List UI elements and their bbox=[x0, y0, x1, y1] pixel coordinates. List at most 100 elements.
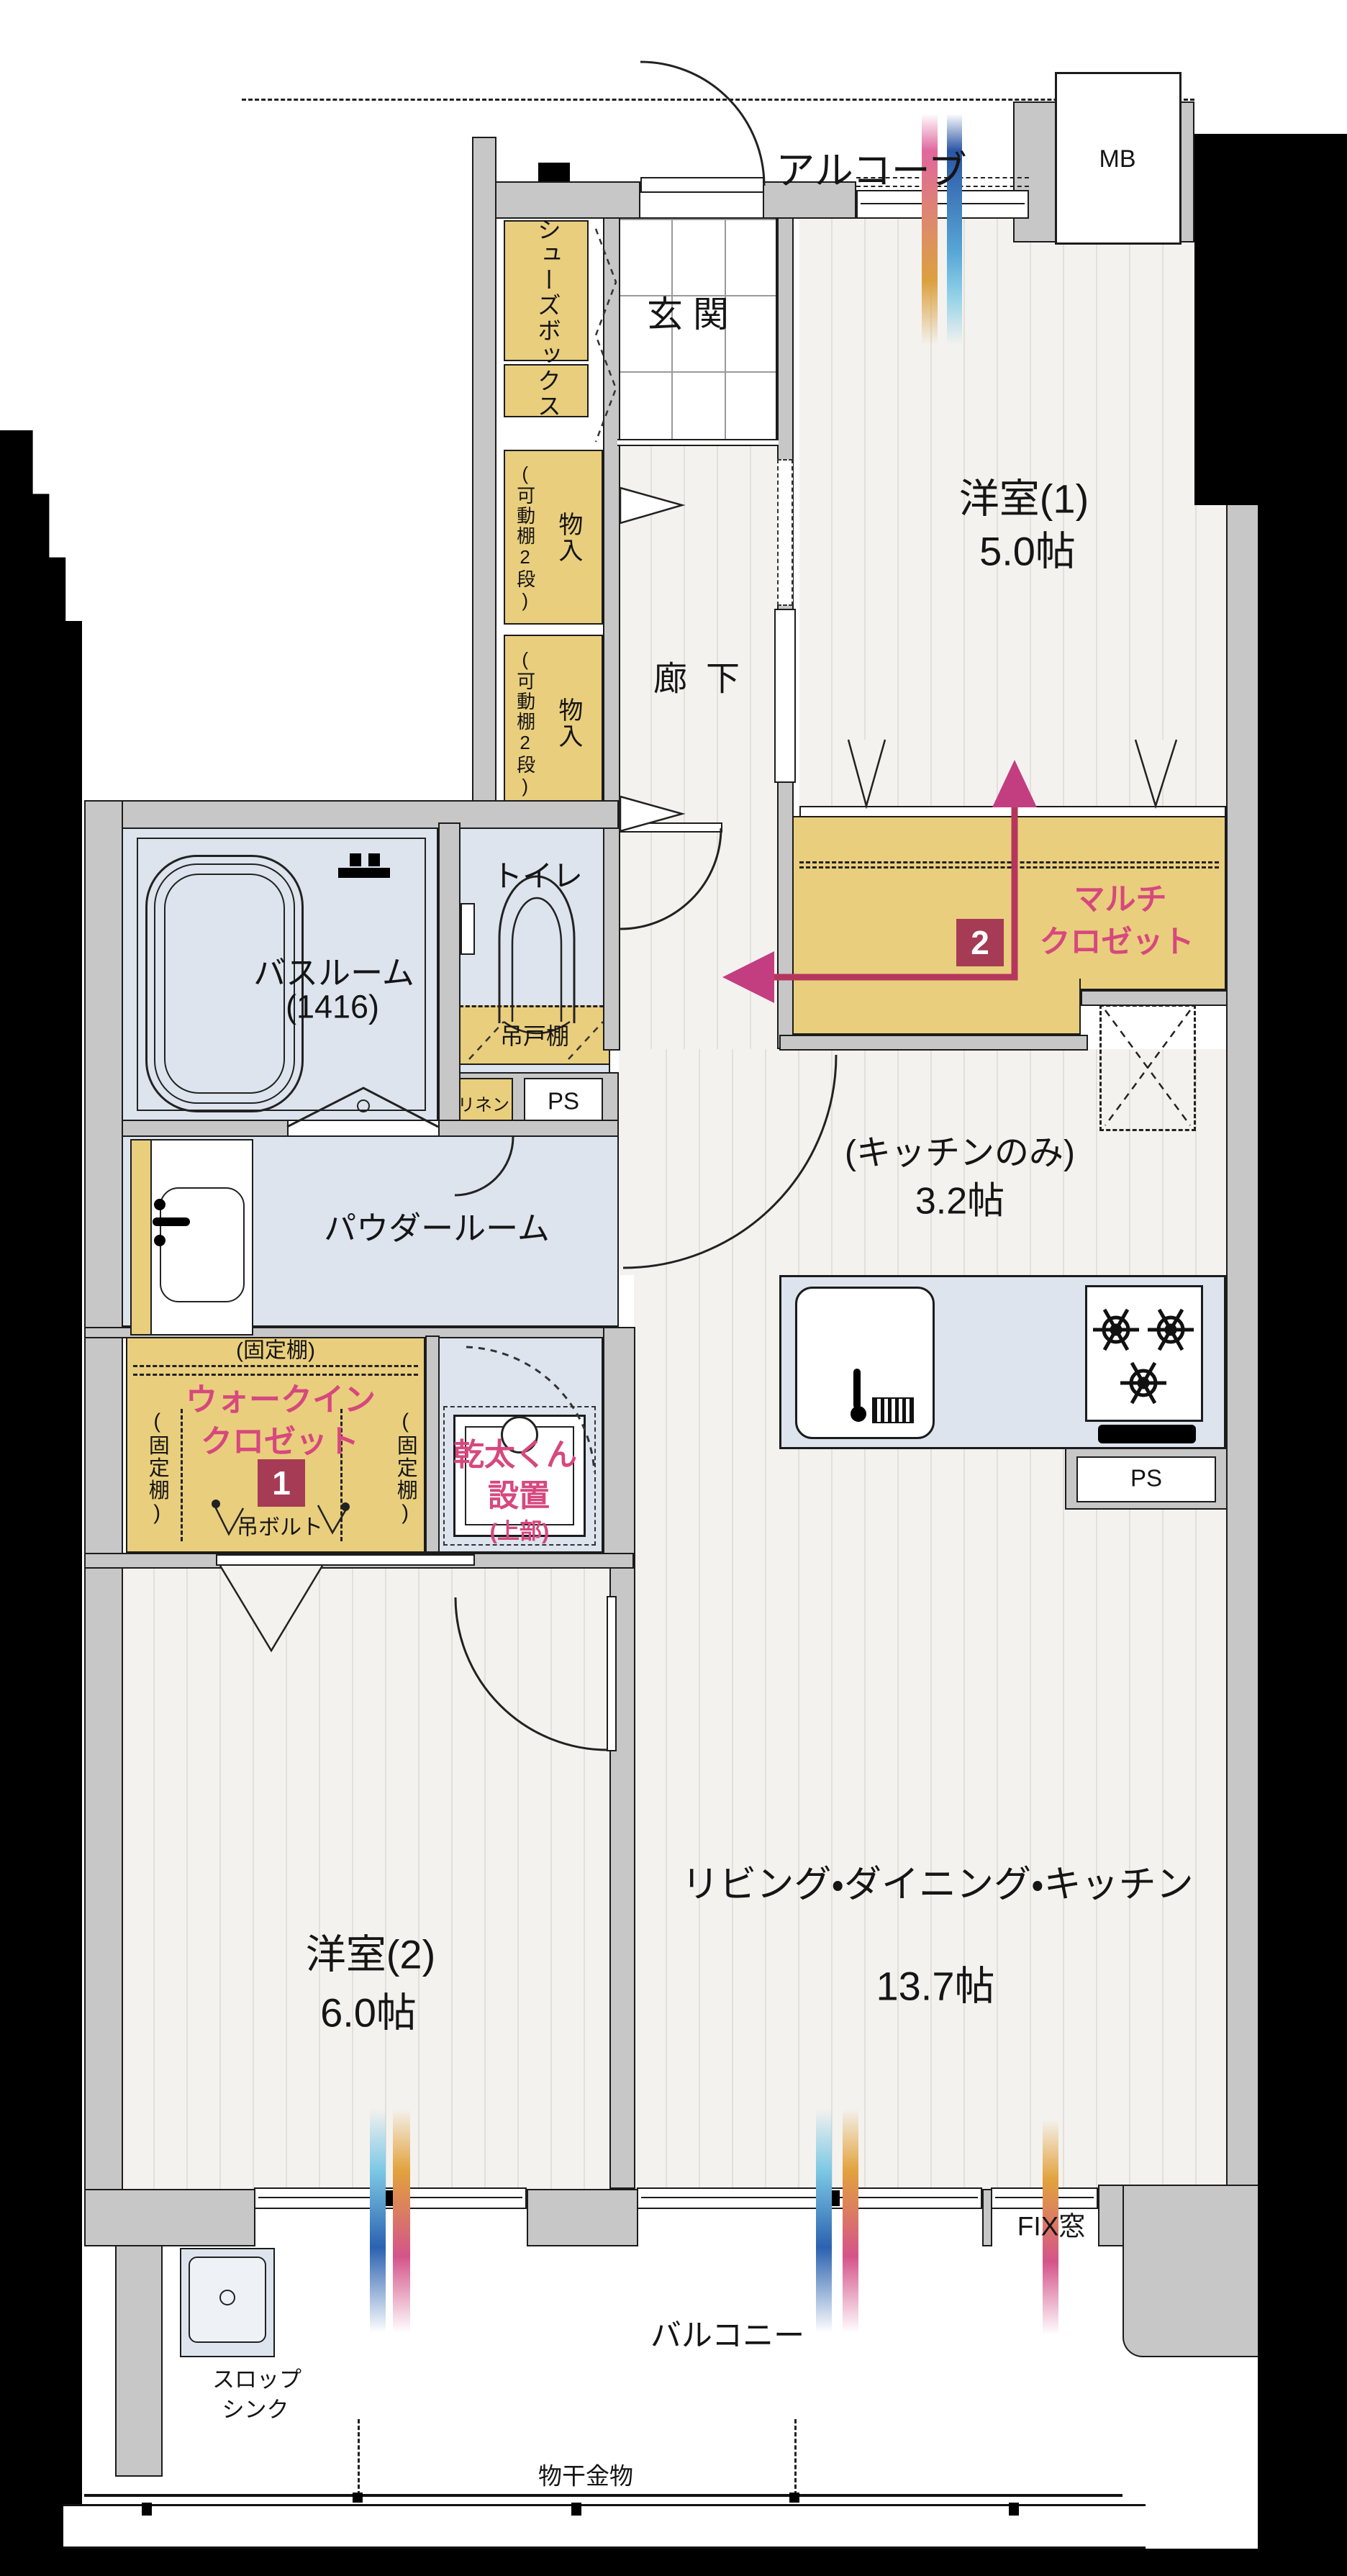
wall-multi-south bbox=[779, 1035, 1088, 1051]
refrigerator-space bbox=[1099, 1004, 1196, 1131]
ps-kitchen-box bbox=[1076, 1456, 1216, 1502]
toilet-bowl-inner bbox=[511, 897, 563, 1022]
wall-top-a bbox=[495, 181, 640, 219]
wic-bolt-hook-left bbox=[213, 1505, 245, 1536]
floor-corridor bbox=[619, 446, 777, 1049]
stove-grill bbox=[1098, 1425, 1196, 1443]
wic-bolt-hook-right bbox=[317, 1505, 348, 1535]
toilet-door-arc bbox=[620, 827, 722, 930]
multi-closet-label-1: マルチ bbox=[1074, 882, 1167, 917]
kitchen-faucet-base bbox=[851, 1406, 866, 1422]
wic-dash-right bbox=[340, 1409, 343, 1541]
burner-center bbox=[1120, 1361, 1166, 1405]
kanta-label-2: 設置 bbox=[488, 1479, 550, 1514]
storage-upper-label: 物入 bbox=[554, 512, 582, 563]
multi-closet-box-main bbox=[792, 816, 1226, 990]
balcony-label: バルコニー bbox=[650, 2318, 805, 2354]
cupboard-diag-dashes bbox=[468, 1021, 604, 1060]
route-2-arrowhead-left bbox=[722, 951, 774, 1003]
wic-doors bbox=[216, 1554, 475, 1566]
genkan-label: 玄関 bbox=[647, 294, 739, 335]
western2-door-arc bbox=[454, 1597, 609, 1751]
ldk-size-label: 13.7帖 bbox=[876, 1963, 995, 2009]
kanta-drum bbox=[501, 1416, 538, 1453]
intercom-unit bbox=[538, 163, 570, 181]
kanta-label-1: 乾太くん bbox=[453, 1438, 577, 1473]
wall-wic-east bbox=[425, 1335, 440, 1553]
ps-bath-label: PS bbox=[547, 1087, 580, 1115]
wic-bolt-dot-left bbox=[212, 1500, 220, 1508]
alcove-window-midline bbox=[861, 203, 1025, 204]
wic-label-1: ウォークイン bbox=[186, 1382, 376, 1418]
wic-bolt-label: 吊ボルト bbox=[237, 1515, 323, 1540]
bath-drain bbox=[357, 1099, 370, 1112]
storage-upper-chevron bbox=[619, 486, 686, 525]
wic-door-v bbox=[219, 1565, 324, 1653]
balcony-post-2 bbox=[571, 2503, 581, 2516]
multi-hanger-dashes bbox=[799, 861, 1219, 869]
wall-balcony-right-block bbox=[1122, 2185, 1259, 2357]
window-western2-stile bbox=[386, 2190, 393, 2206]
kitchen-label-1: (キッチンのみ) bbox=[845, 1133, 1075, 1172]
multi-closet-v2 bbox=[1134, 739, 1178, 809]
linen-label: リネン bbox=[458, 1095, 509, 1115]
kitchen-drain-rack bbox=[872, 1397, 914, 1423]
multi-closet-v1 bbox=[847, 739, 886, 809]
alcove-window bbox=[856, 190, 1029, 219]
balcony-outer-band bbox=[63, 2504, 1146, 2549]
floor-western1 bbox=[799, 217, 1226, 812]
vanity-side-panel bbox=[130, 1139, 152, 1335]
bathtub-outer bbox=[145, 855, 304, 1112]
balcony-railing-line bbox=[84, 2494, 1122, 2497]
hanging-cupboard-box bbox=[459, 1005, 610, 1065]
ps-kitchen-label: PS bbox=[1130, 1464, 1163, 1492]
wall-west bbox=[84, 800, 123, 2246]
balcony-post-1 bbox=[142, 2503, 152, 2516]
floor-corridor-join bbox=[619, 1049, 634, 1275]
ps-bath-box bbox=[524, 1078, 603, 1126]
boundary-dashed-line bbox=[242, 99, 1194, 101]
wall-balcony-left-block bbox=[115, 2245, 163, 2477]
toilet-side-cabinet bbox=[461, 903, 475, 955]
stove-unit bbox=[1085, 1285, 1203, 1422]
kanta-upper-door-arc bbox=[466, 1346, 596, 1473]
toilet-bowl-outer bbox=[498, 875, 576, 1023]
route-2-arrowhead-up bbox=[992, 760, 1037, 807]
mb-label: MB bbox=[1099, 145, 1136, 173]
genkan-step-edge bbox=[617, 439, 779, 446]
wall-window-b bbox=[527, 2189, 638, 2246]
window-ldk-stile bbox=[831, 2190, 840, 2206]
wic-bolt-dot-right bbox=[341, 1502, 350, 1511]
vanity-faucet-knob-1 bbox=[154, 1199, 165, 1210]
western1-sliding-door bbox=[774, 609, 796, 783]
slop-sink-label-1: スロップ bbox=[212, 2367, 301, 2393]
powder-room-label: パウダールーム bbox=[324, 1210, 550, 1247]
vanity-faucet-knob-2 bbox=[154, 1235, 165, 1246]
wic-shelf-left-label: (固定棚) bbox=[145, 1410, 169, 1526]
western1-name-label: 洋室(1) bbox=[958, 476, 1089, 522]
hanging-cupboard-label: 吊戸棚 bbox=[499, 1023, 570, 1050]
bathtub-mid bbox=[154, 863, 295, 1104]
powder-door-arc bbox=[622, 1054, 838, 1269]
kitchen-label-2: 3.2帖 bbox=[915, 1180, 1005, 1223]
wic-box bbox=[126, 1335, 425, 1553]
floor-western2 bbox=[122, 1567, 609, 2189]
storage-lower-chevron bbox=[619, 795, 686, 833]
wall-genkan-west bbox=[472, 137, 496, 802]
entrance-door-arc bbox=[640, 60, 766, 186]
western2-door-leaf bbox=[607, 1596, 617, 1751]
wall-window-corner bbox=[1098, 2185, 1124, 2246]
bath-name-label: バスルーム bbox=[253, 954, 414, 992]
laundry-hook-1 bbox=[353, 2493, 363, 2503]
kitchen-faucet-stem bbox=[853, 1369, 861, 1409]
western2-size-label: 6.0帖 bbox=[320, 1990, 417, 2036]
vanity-faucet-spout bbox=[153, 1217, 190, 1226]
shower-mixer-bar bbox=[338, 868, 390, 878]
multi-closet-label-2: クロゼット bbox=[1039, 925, 1194, 960]
multi-closet-box-left bbox=[792, 979, 1081, 1035]
wall-window-mullion bbox=[982, 2189, 992, 2246]
refrigerator-x bbox=[1104, 1010, 1192, 1126]
kanta-label-3: (上部) bbox=[489, 1518, 550, 1544]
burner-left bbox=[1093, 1308, 1139, 1351]
